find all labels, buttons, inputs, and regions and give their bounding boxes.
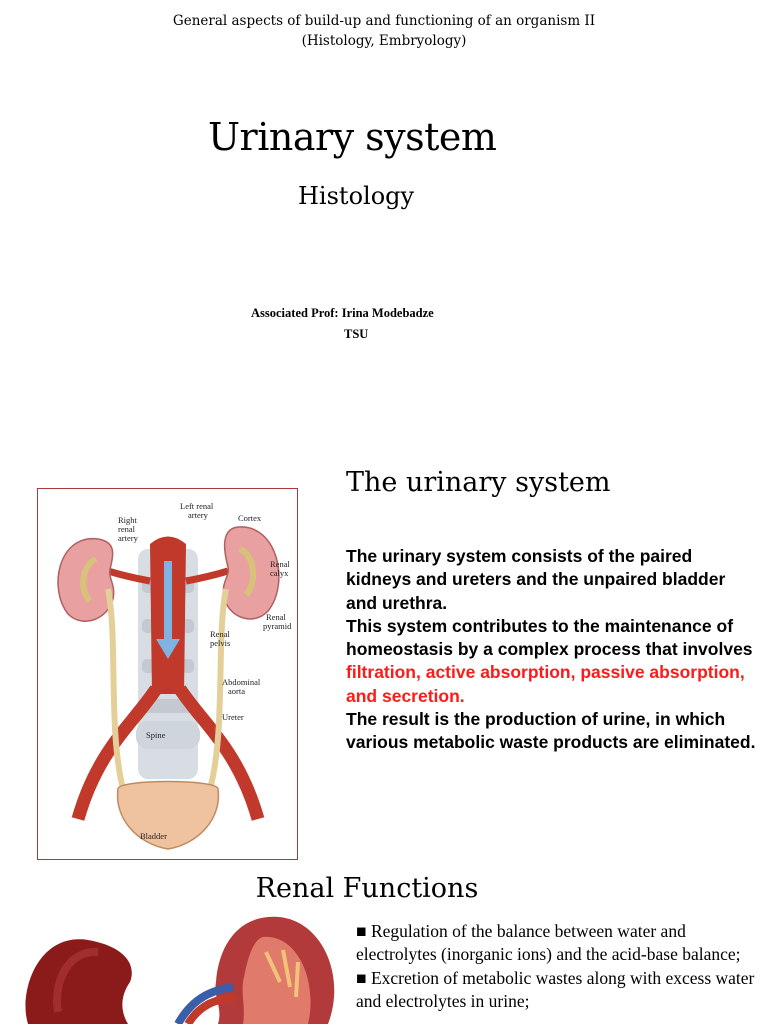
page-subtitle: Histology: [298, 182, 415, 210]
right-kidney-shape: [57, 538, 115, 622]
label-bladder: Bladder: [140, 831, 167, 841]
bullet-square-icon: ■: [356, 967, 367, 988]
urinary-system-illustration: Right renal artery Left renal artery Cor…: [57, 501, 292, 850]
label-cortex: Cortex: [238, 513, 262, 523]
urinary-system-diagram: Right renal artery Left renal artery Cor…: [37, 488, 298, 860]
paragraph-intro-text: The urinary system consists of the paire…: [346, 546, 726, 613]
paragraph-homeostasis-text: This system contributes to the maintenan…: [346, 615, 753, 660]
course-header-line-1: General aspects of build-up and function…: [172, 13, 596, 29]
label-ureter: Ureter: [222, 712, 244, 722]
label-renal-pyramid-1: Renal: [266, 612, 286, 622]
label-left-renal-artery-2: artery: [188, 510, 209, 520]
label-renal-pelvis-1: Renal: [210, 629, 230, 639]
label-renal-calyx-1: Renal: [270, 559, 290, 569]
label-spine: Spine: [146, 730, 166, 740]
list-item: ■ Excretion of metabolic wastes along wi…: [356, 967, 755, 1011]
renal-functions-list: ■ Regulation of the balance between wate…: [356, 920, 756, 1013]
label-renal-pelvis-2: pelvis: [210, 638, 230, 648]
label-abdominal-aorta-1: Abdominal: [222, 677, 261, 687]
kidney-cross-section-svg: [25, 916, 335, 1027]
left-kidney-shape: [222, 526, 280, 620]
section-heading-renal-functions: Renal Functions: [255, 873, 479, 904]
list-item: ■ Regulation of the balance between wate…: [356, 921, 741, 965]
course-header-line-2: (Histology, Embryology): [301, 33, 467, 49]
bladder-shape: [116, 780, 220, 850]
section-heading-urinary-system: The urinary system: [346, 467, 611, 498]
author-affiliation: TSU: [344, 327, 369, 341]
page-title: Urinary system: [208, 115, 497, 159]
label-right-renal-artery-1: Right: [118, 515, 138, 525]
label-renal-pyramid-2: pyramid: [263, 621, 292, 631]
label-left-renal-artery-1: Left renal: [180, 501, 214, 511]
urinary-system-paragraph: The urinary system consists of the paire…: [346, 545, 756, 755]
highlighted-processes-text: filtration, active absorption, passive a…: [346, 662, 745, 706]
left-ureter-shape: [207, 588, 229, 790]
label-right-renal-artery-3: artery: [118, 533, 139, 543]
label-renal-calyx-2: calyx: [270, 568, 289, 578]
bullet-square-icon: ■: [356, 921, 367, 941]
paragraph-result-text: The result is the production of urine, i…: [346, 709, 756, 753]
label-abdominal-aorta-2: aorta: [228, 686, 245, 696]
right-ureter-shape: [105, 588, 126, 790]
label-right-renal-artery-2: renal: [118, 524, 136, 534]
author-name: Associated Prof: Irina Modebadze: [251, 306, 434, 320]
kidney-illustration: [18, 912, 338, 1027]
